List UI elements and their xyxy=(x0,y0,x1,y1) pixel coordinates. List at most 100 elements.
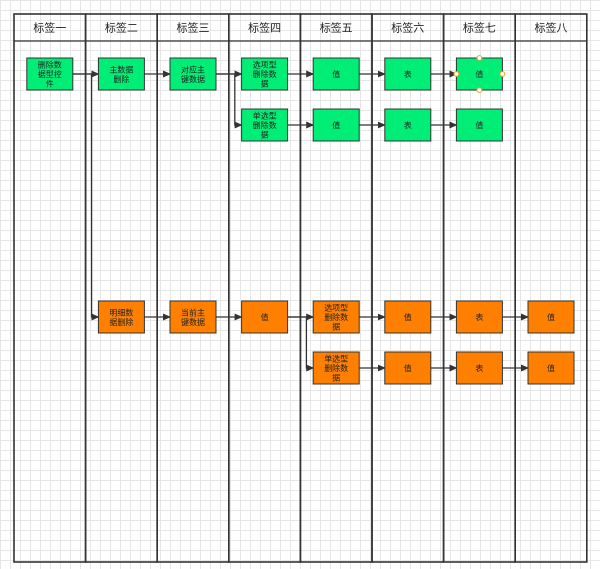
node-box[interactable] xyxy=(384,57,432,91)
selection-handle[interactable] xyxy=(499,71,506,77)
flow-node-n7[interactable]: 值 xyxy=(453,55,506,93)
swimlane-1: 标签一 xyxy=(13,13,87,563)
swimlanes: 标签一 标签二 标签三 标签四 标签五 标签六 标签七 标签八 xyxy=(13,13,588,563)
swimlane-7: 标签七 xyxy=(442,13,517,563)
connector-n14-n19[interactable] xyxy=(287,316,315,372)
swimlane-3: 标签三 xyxy=(156,13,230,563)
flow-node-n20[interactable]: 值 xyxy=(384,351,432,385)
node-box[interactable] xyxy=(26,57,74,91)
connectors xyxy=(72,70,529,372)
flow-node-n6[interactable]: 表 xyxy=(384,57,432,91)
swimlane-body xyxy=(514,13,588,563)
swimlane-label: 标签五 xyxy=(320,21,353,35)
swimlane-label: 标签三 xyxy=(177,21,210,35)
node-box[interactable] xyxy=(455,57,503,91)
node-box[interactable] xyxy=(169,57,217,91)
selection-handle[interactable] xyxy=(476,55,483,61)
flow-node-n18[interactable]: 值 xyxy=(527,300,575,334)
swimlane-5: 标签五 xyxy=(299,13,373,563)
selection-handle[interactable] xyxy=(453,71,460,77)
flow-node-n16[interactable]: 值 xyxy=(384,300,432,334)
node-label: 表 xyxy=(475,363,483,373)
swimlane-body xyxy=(13,13,87,563)
swimlane-8: 标签八 xyxy=(514,13,588,563)
flow-node-n11[interactable]: 值 xyxy=(455,108,503,142)
flow-node-n14[interactable]: 值 xyxy=(241,300,289,334)
node-label: 件 xyxy=(46,79,54,89)
flow-node-n17[interactable]: 表 xyxy=(455,300,503,334)
node-label: 键数据 xyxy=(181,317,205,327)
swimlane-label: 标签六 xyxy=(391,21,424,35)
swimlane-label: 标签七 xyxy=(463,21,496,35)
swimlane-body xyxy=(228,13,302,563)
swimlane-body xyxy=(299,13,373,563)
node-label: 明细数 xyxy=(109,307,133,317)
node-box[interactable] xyxy=(312,351,360,385)
node-label: 表 xyxy=(404,120,412,130)
node-label: 值 xyxy=(261,312,269,322)
swimlane-label: 标签一 xyxy=(33,21,66,35)
flow-node-n21[interactable]: 表 xyxy=(455,351,503,385)
node-label: 主数据 xyxy=(109,64,133,74)
node-label: 删除数 xyxy=(324,312,348,322)
node-box[interactable] xyxy=(384,300,432,334)
node-box[interactable] xyxy=(312,300,360,334)
selection-handle[interactable] xyxy=(476,87,483,93)
node-label: 据 xyxy=(332,373,340,383)
swimlane-label: 标签四 xyxy=(248,21,281,35)
node-box[interactable] xyxy=(527,351,575,385)
node-label: 表 xyxy=(475,312,483,322)
node-box[interactable] xyxy=(241,108,289,142)
node-box[interactable] xyxy=(241,300,289,334)
node-box[interactable] xyxy=(312,57,360,91)
swimlane-label: 标签八 xyxy=(535,21,568,35)
node-box[interactable] xyxy=(169,300,217,334)
node-label: 值 xyxy=(404,363,412,373)
node-label: 据 xyxy=(261,79,269,89)
node-box[interactable] xyxy=(312,108,360,142)
node-label: 值 xyxy=(332,120,340,130)
node-box[interactable] xyxy=(455,351,503,385)
node-box[interactable] xyxy=(384,108,432,142)
node-label: 单选型 xyxy=(253,111,277,121)
swimlane-2: 标签二 xyxy=(84,13,158,563)
node-label: 据 xyxy=(332,322,340,332)
flow-node-n9[interactable]: 值 xyxy=(312,108,360,142)
swimlane-body xyxy=(442,13,517,563)
node-box[interactable] xyxy=(384,351,432,385)
flow-node-n10[interactable]: 表 xyxy=(384,108,432,142)
node-label: 删除数 xyxy=(253,69,277,79)
node-label: 值 xyxy=(475,120,483,130)
node-box[interactable] xyxy=(527,300,575,334)
node-label: 据删除 xyxy=(109,317,133,327)
flow-node-n22[interactable]: 值 xyxy=(527,351,575,385)
flow-nodes: 删除数据型控件主数据删除对应主键数据选项型删除数据值表值单选型删除数据值表值明细… xyxy=(26,55,575,385)
node-label: 单选型 xyxy=(324,354,348,364)
node-label: 值 xyxy=(547,312,555,322)
connector-n1-n12[interactable] xyxy=(72,73,100,321)
node-box[interactable] xyxy=(241,57,289,91)
node-label: 当前主 xyxy=(181,307,205,317)
connector-n3-n8[interactable] xyxy=(216,73,243,129)
node-label: 值 xyxy=(547,363,555,373)
node-box[interactable] xyxy=(97,300,145,334)
node-box[interactable] xyxy=(455,108,503,142)
node-label: 键数据 xyxy=(181,74,205,84)
node-label: 删除数 xyxy=(38,60,62,70)
swimlane-6: 标签六 xyxy=(371,13,445,563)
node-box[interactable] xyxy=(97,57,145,91)
flow-node-n5[interactable]: 值 xyxy=(312,57,360,91)
node-label: 据 xyxy=(261,130,269,140)
node-box[interactable] xyxy=(455,300,503,334)
swimlane-body xyxy=(84,13,158,563)
